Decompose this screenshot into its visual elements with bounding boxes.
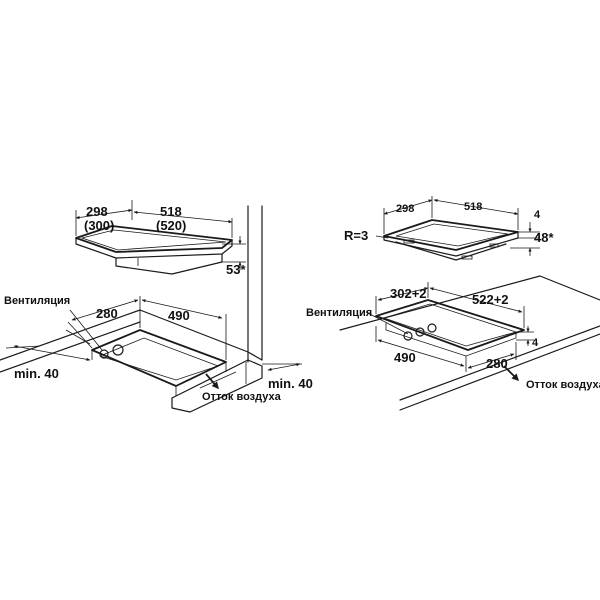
left-height-label: 53*	[226, 262, 246, 277]
right-depth-label: 518	[464, 201, 482, 213]
left-cutout-width-label: 280	[96, 306, 118, 321]
left-countertop	[0, 309, 263, 361]
left-installation	[0, 200, 302, 413]
left-outflow-label: Отток воздуха	[202, 391, 282, 403]
left-depth-label: 518	[160, 204, 182, 219]
left-min-front-label: min. 40	[14, 366, 59, 381]
left-airflow-arrow	[205, 373, 219, 390]
right-cutout	[375, 299, 525, 351]
left-cutout	[91, 329, 227, 387]
right-installation	[339, 196, 600, 411]
left-hob	[75, 225, 233, 275]
left-min-back-label: min. 40	[268, 376, 313, 391]
left-depth-alt-label: (520)	[156, 218, 186, 233]
right-outflow-label: Отток воздуха	[526, 379, 600, 391]
right-hob	[383, 219, 519, 261]
right-width-label: 298	[396, 203, 414, 215]
right-frame-label: 4	[532, 337, 539, 349]
right-radius-label: R=3	[344, 228, 368, 243]
right-height-label: 48*	[534, 230, 554, 245]
right-cutout-width-label: 302+2	[390, 286, 427, 301]
right-inner-width-label: 280	[486, 356, 508, 371]
left-ventilation-label: Вентиляция	[4, 295, 70, 307]
right-cutout-depth-label: 522+2	[472, 292, 509, 307]
right-countertop	[339, 275, 600, 331]
left-width-label: 298	[86, 204, 108, 219]
left-width-alt-label: (300)	[84, 218, 114, 233]
right-inner-depth-label: 490	[394, 350, 416, 365]
right-ventilation-label: Вентиляция	[306, 307, 372, 319]
right-thickness-label: 4	[534, 209, 541, 221]
left-cutout-depth-label: 490	[168, 308, 190, 323]
